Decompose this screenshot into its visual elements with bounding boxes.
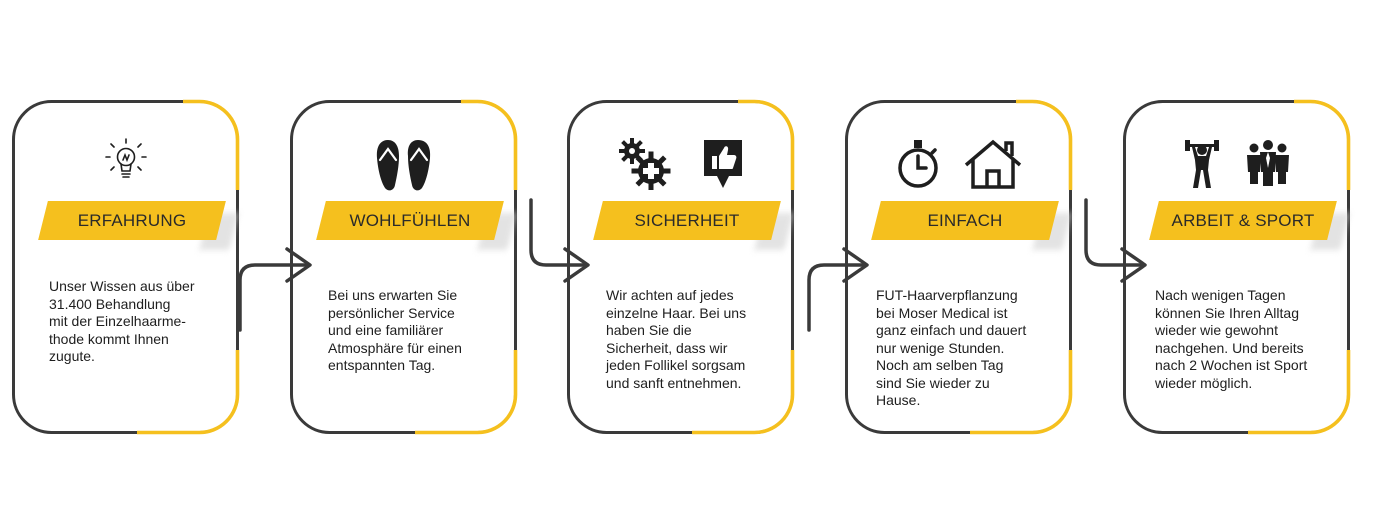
icon-row bbox=[1123, 138, 1350, 194]
step-description: Wir achten auf jedes einzelne Haar. Bei … bbox=[606, 287, 747, 391]
step-card-arbeit-sport: ARBEIT & SPORT Nach wenigen Tagen können… bbox=[1123, 99, 1351, 435]
step-card-einfach: EINFACH FUT-Haarverpflanzung bei Moser M… bbox=[845, 99, 1073, 435]
weightlifter-icon bbox=[1184, 140, 1219, 188]
icon-row bbox=[12, 138, 239, 194]
connector-arrow-1 bbox=[238, 247, 312, 332]
connector-arrow-3 bbox=[807, 247, 869, 332]
house-icon bbox=[964, 139, 1021, 189]
connector-arrow-2 bbox=[529, 198, 590, 283]
step-title: SICHERHEIT bbox=[634, 211, 740, 230]
step-title: ARBEIT & SPORT bbox=[1171, 211, 1315, 230]
stopwatch-icon bbox=[897, 140, 938, 188]
step-card-wohlfuehlen: WOHLFÜHLEN Bei uns erwarten Sie persönli… bbox=[290, 99, 518, 435]
step-description: Nach wenigen Tagen können Sie Ihren Allt… bbox=[1155, 287, 1308, 391]
card-outline bbox=[845, 99, 1073, 435]
lightbulb-icon bbox=[104, 138, 147, 178]
gears-cross-icon bbox=[618, 138, 670, 190]
card-outline bbox=[12, 99, 240, 435]
step-description: Unser Wissen aus über 31.400 Behandlung … bbox=[49, 278, 195, 364]
step-description: FUT-Haarverpflanzung bei Moser Medical i… bbox=[876, 287, 1027, 408]
icon-row bbox=[567, 138, 794, 194]
icon-row bbox=[290, 138, 517, 194]
icon-row bbox=[845, 138, 1072, 194]
step-title-banner: SICHERHEIT bbox=[593, 201, 794, 250]
card-outline bbox=[1123, 99, 1351, 435]
group-people-icon bbox=[1246, 140, 1289, 186]
step-title-banner: ERFAHRUNG bbox=[38, 201, 239, 250]
thumbs-up-icon bbox=[703, 140, 742, 188]
step-title-banner: EINFACH bbox=[871, 201, 1072, 250]
step-title: WOHLFÜHLEN bbox=[349, 211, 471, 230]
connector-arrow-4 bbox=[1084, 198, 1147, 283]
flip-flops-icon bbox=[376, 140, 430, 191]
step-title-banner: ARBEIT & SPORT bbox=[1149, 201, 1350, 250]
step-card-sicherheit: SICHERHEIT Wir achten auf jedes einzelne… bbox=[567, 99, 795, 435]
card-outline bbox=[567, 99, 795, 435]
step-title: ERFAHRUNG bbox=[77, 211, 187, 230]
step-description: Bei uns erwarten Sie persönlicher Servic… bbox=[328, 287, 462, 373]
card-outline bbox=[290, 99, 518, 435]
step-card-erfahrung: ERFAHRUNG Unser Wissen aus über 31.400 B… bbox=[12, 99, 240, 435]
step-title-banner: WOHLFÜHLEN bbox=[316, 201, 517, 250]
step-title: EINFACH bbox=[927, 211, 1003, 230]
